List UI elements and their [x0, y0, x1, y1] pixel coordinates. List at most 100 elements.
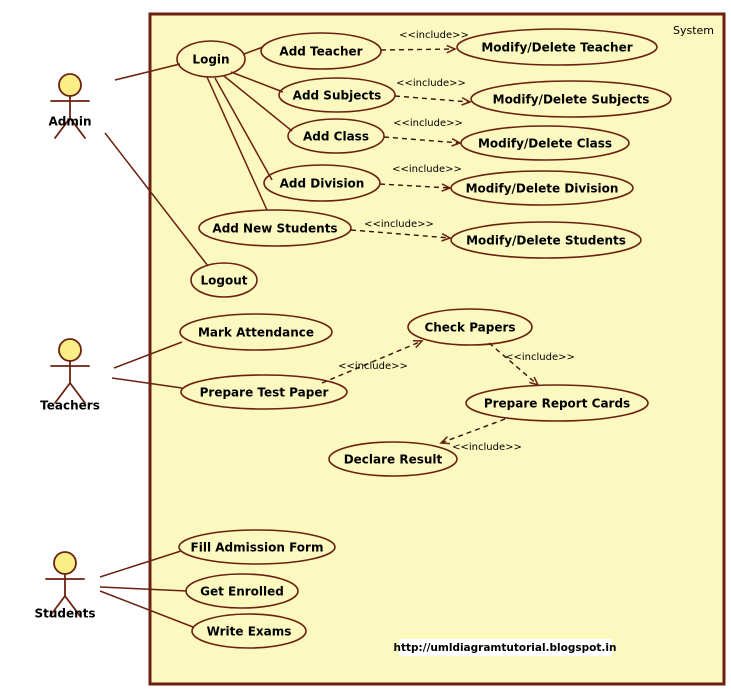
use-case-write-exams[interactable]: Write Exams	[191, 613, 307, 649]
watermark-background	[399, 639, 612, 656]
use-case-label: Declare Result	[344, 453, 443, 467]
use-case-check-papers[interactable]: Check Papers	[407, 308, 533, 346]
use-case-label: Add Subjects	[293, 89, 382, 103]
actor-label: Teachers	[40, 399, 100, 413]
use-case-get-enrolled[interactable]: Get Enrolled	[185, 573, 299, 609]
include-dashed-line	[383, 136, 461, 144]
use-case-label: Check Papers	[424, 321, 515, 335]
actor-students[interactable]: Students	[34, 551, 96, 621]
use-case-prepare-test-paper[interactable]: Prepare Test Paper	[180, 374, 348, 410]
system-boundary-label: System	[673, 24, 714, 37]
include-dashed-line	[488, 342, 539, 386]
association-teachers-prepare-test	[111, 377, 183, 389]
actor-admin[interactable]: Admin	[48, 73, 92, 139]
use-case-ellipse	[191, 613, 307, 649]
use-case-label: Modify/Delete Students	[466, 234, 626, 248]
use-case-modify-delete-class[interactable]: Modify/Delete Class	[460, 125, 630, 161]
use-case-ellipse	[178, 529, 336, 565]
use-case-label: Add Class	[303, 130, 369, 144]
association-admin-logout	[104, 132, 209, 267]
use-case-add-new-students[interactable]: Add New Students	[198, 209, 352, 247]
include-relation-inc-check-papers: <<include>>	[321, 340, 424, 384]
use-case-modify-delete-teacher[interactable]: Modify/Delete Teacher	[456, 28, 658, 66]
use-case-label: Modify/Delete Teacher	[481, 41, 632, 55]
use-case-label: Modify/Delete Division	[466, 182, 619, 196]
use-case-ellipse	[263, 164, 381, 202]
actor-head-icon	[53, 551, 77, 575]
include-dashed-line	[321, 340, 423, 384]
include-dashed-line	[379, 183, 451, 189]
include-stereotype-label: <<include>>	[364, 219, 434, 230]
include-stereotype-label: <<include>>	[392, 164, 462, 175]
use-case-ellipse	[460, 125, 630, 161]
watermark: http://umldiagramtutorial.blogspot.in	[394, 639, 617, 656]
association-students-write-exams	[99, 590, 194, 628]
include-stereotype-label: <<include>>	[505, 352, 575, 363]
use-case-declare-result[interactable]: Declare Result	[328, 441, 458, 477]
use-case-prepare-report-cards[interactable]: Prepare Report Cards	[465, 384, 649, 422]
include-arrow-head-icon	[441, 183, 452, 192]
use-case-modify-delete-students[interactable]: Modify/Delete Students	[450, 221, 642, 259]
actor-right-leg-icon	[69, 117, 86, 139]
use-case-ellipse	[190, 262, 258, 298]
use-case-label: Get Enrolled	[200, 585, 284, 599]
use-case-modify-delete-division[interactable]: Modify/Delete Division	[450, 170, 634, 206]
actor-head-icon	[58, 338, 82, 362]
association-students-fill-form	[99, 550, 182, 578]
use-case-label: Add Teacher	[279, 45, 362, 59]
use-case-label: Fill Admission Form	[191, 541, 324, 555]
use-case-ellipse	[450, 170, 634, 206]
actor-right-leg-icon	[69, 382, 86, 404]
use-case-ellipse	[198, 209, 352, 247]
use-case-ellipse	[456, 28, 658, 66]
use-case-ellipse	[465, 384, 649, 422]
include-stereotype-label: <<include>>	[338, 361, 408, 372]
use-case-fill-admission-form[interactable]: Fill Admission Form	[178, 529, 336, 565]
use-case-add-class[interactable]: Add Class	[287, 118, 385, 154]
include-dashed-line	[394, 95, 471, 103]
use-case-ellipse	[450, 221, 642, 259]
association-students-get-enrolled	[99, 586, 188, 592]
use-case-login[interactable]: Login	[176, 40, 246, 78]
use-case-add-division[interactable]: Add Division	[263, 164, 381, 202]
use-case-add-subjects[interactable]: Add Subjects	[278, 77, 396, 113]
use-case-label: Mark Attendance	[198, 326, 314, 340]
include-arrow-head-icon	[441, 233, 452, 242]
use-case-label: Modify/Delete Class	[478, 137, 612, 151]
include-arrow-head-icon	[446, 44, 457, 54]
use-case-modify-delete-subjects[interactable]: Modify/Delete Subjects	[470, 80, 672, 118]
include-stereotype-label: <<include>>	[452, 442, 522, 453]
use-case-ellipse	[287, 118, 385, 154]
include-stereotype-label: <<include>>	[399, 30, 469, 41]
use-case-label: Modify/Delete Subjects	[493, 93, 650, 107]
association-lines	[99, 46, 293, 628]
use-case-ellipse	[470, 80, 672, 118]
use-case-ellipse	[328, 441, 458, 477]
include-arrow-head-icon	[451, 138, 462, 147]
include-dashed-line	[380, 48, 456, 51]
use-case-label: Login	[192, 53, 229, 67]
use-case-label: Write Exams	[207, 625, 292, 639]
use-case-label: Add New Students	[212, 222, 337, 236]
watermark-url: http://umldiagramtutorial.blogspot.in	[394, 642, 617, 654]
use-case-logout[interactable]: Logout	[190, 262, 258, 298]
actor-left-leg-icon	[49, 595, 66, 617]
use-case-label: Add Division	[280, 177, 365, 191]
use-case-add-teacher[interactable]: Add Teacher	[260, 32, 382, 70]
use-case-mark-attendance[interactable]: Mark Attendance	[179, 313, 333, 351]
use-case-ellipse	[278, 77, 396, 113]
association-admin-login	[114, 63, 181, 81]
actor-left-leg-icon	[54, 382, 71, 404]
use-case-ellipse	[185, 573, 299, 609]
include-relation-inc-class: <<include>>	[383, 118, 463, 147]
system-boundary-box	[148, 12, 726, 686]
use-case-ellipse	[179, 313, 333, 351]
actor-teachers[interactable]: Teachers	[40, 338, 100, 413]
include-arrow-head-icon	[439, 436, 451, 445]
include-relation-inc-subjects: <<include>>	[394, 78, 472, 106]
association-login-add-division	[214, 77, 273, 181]
